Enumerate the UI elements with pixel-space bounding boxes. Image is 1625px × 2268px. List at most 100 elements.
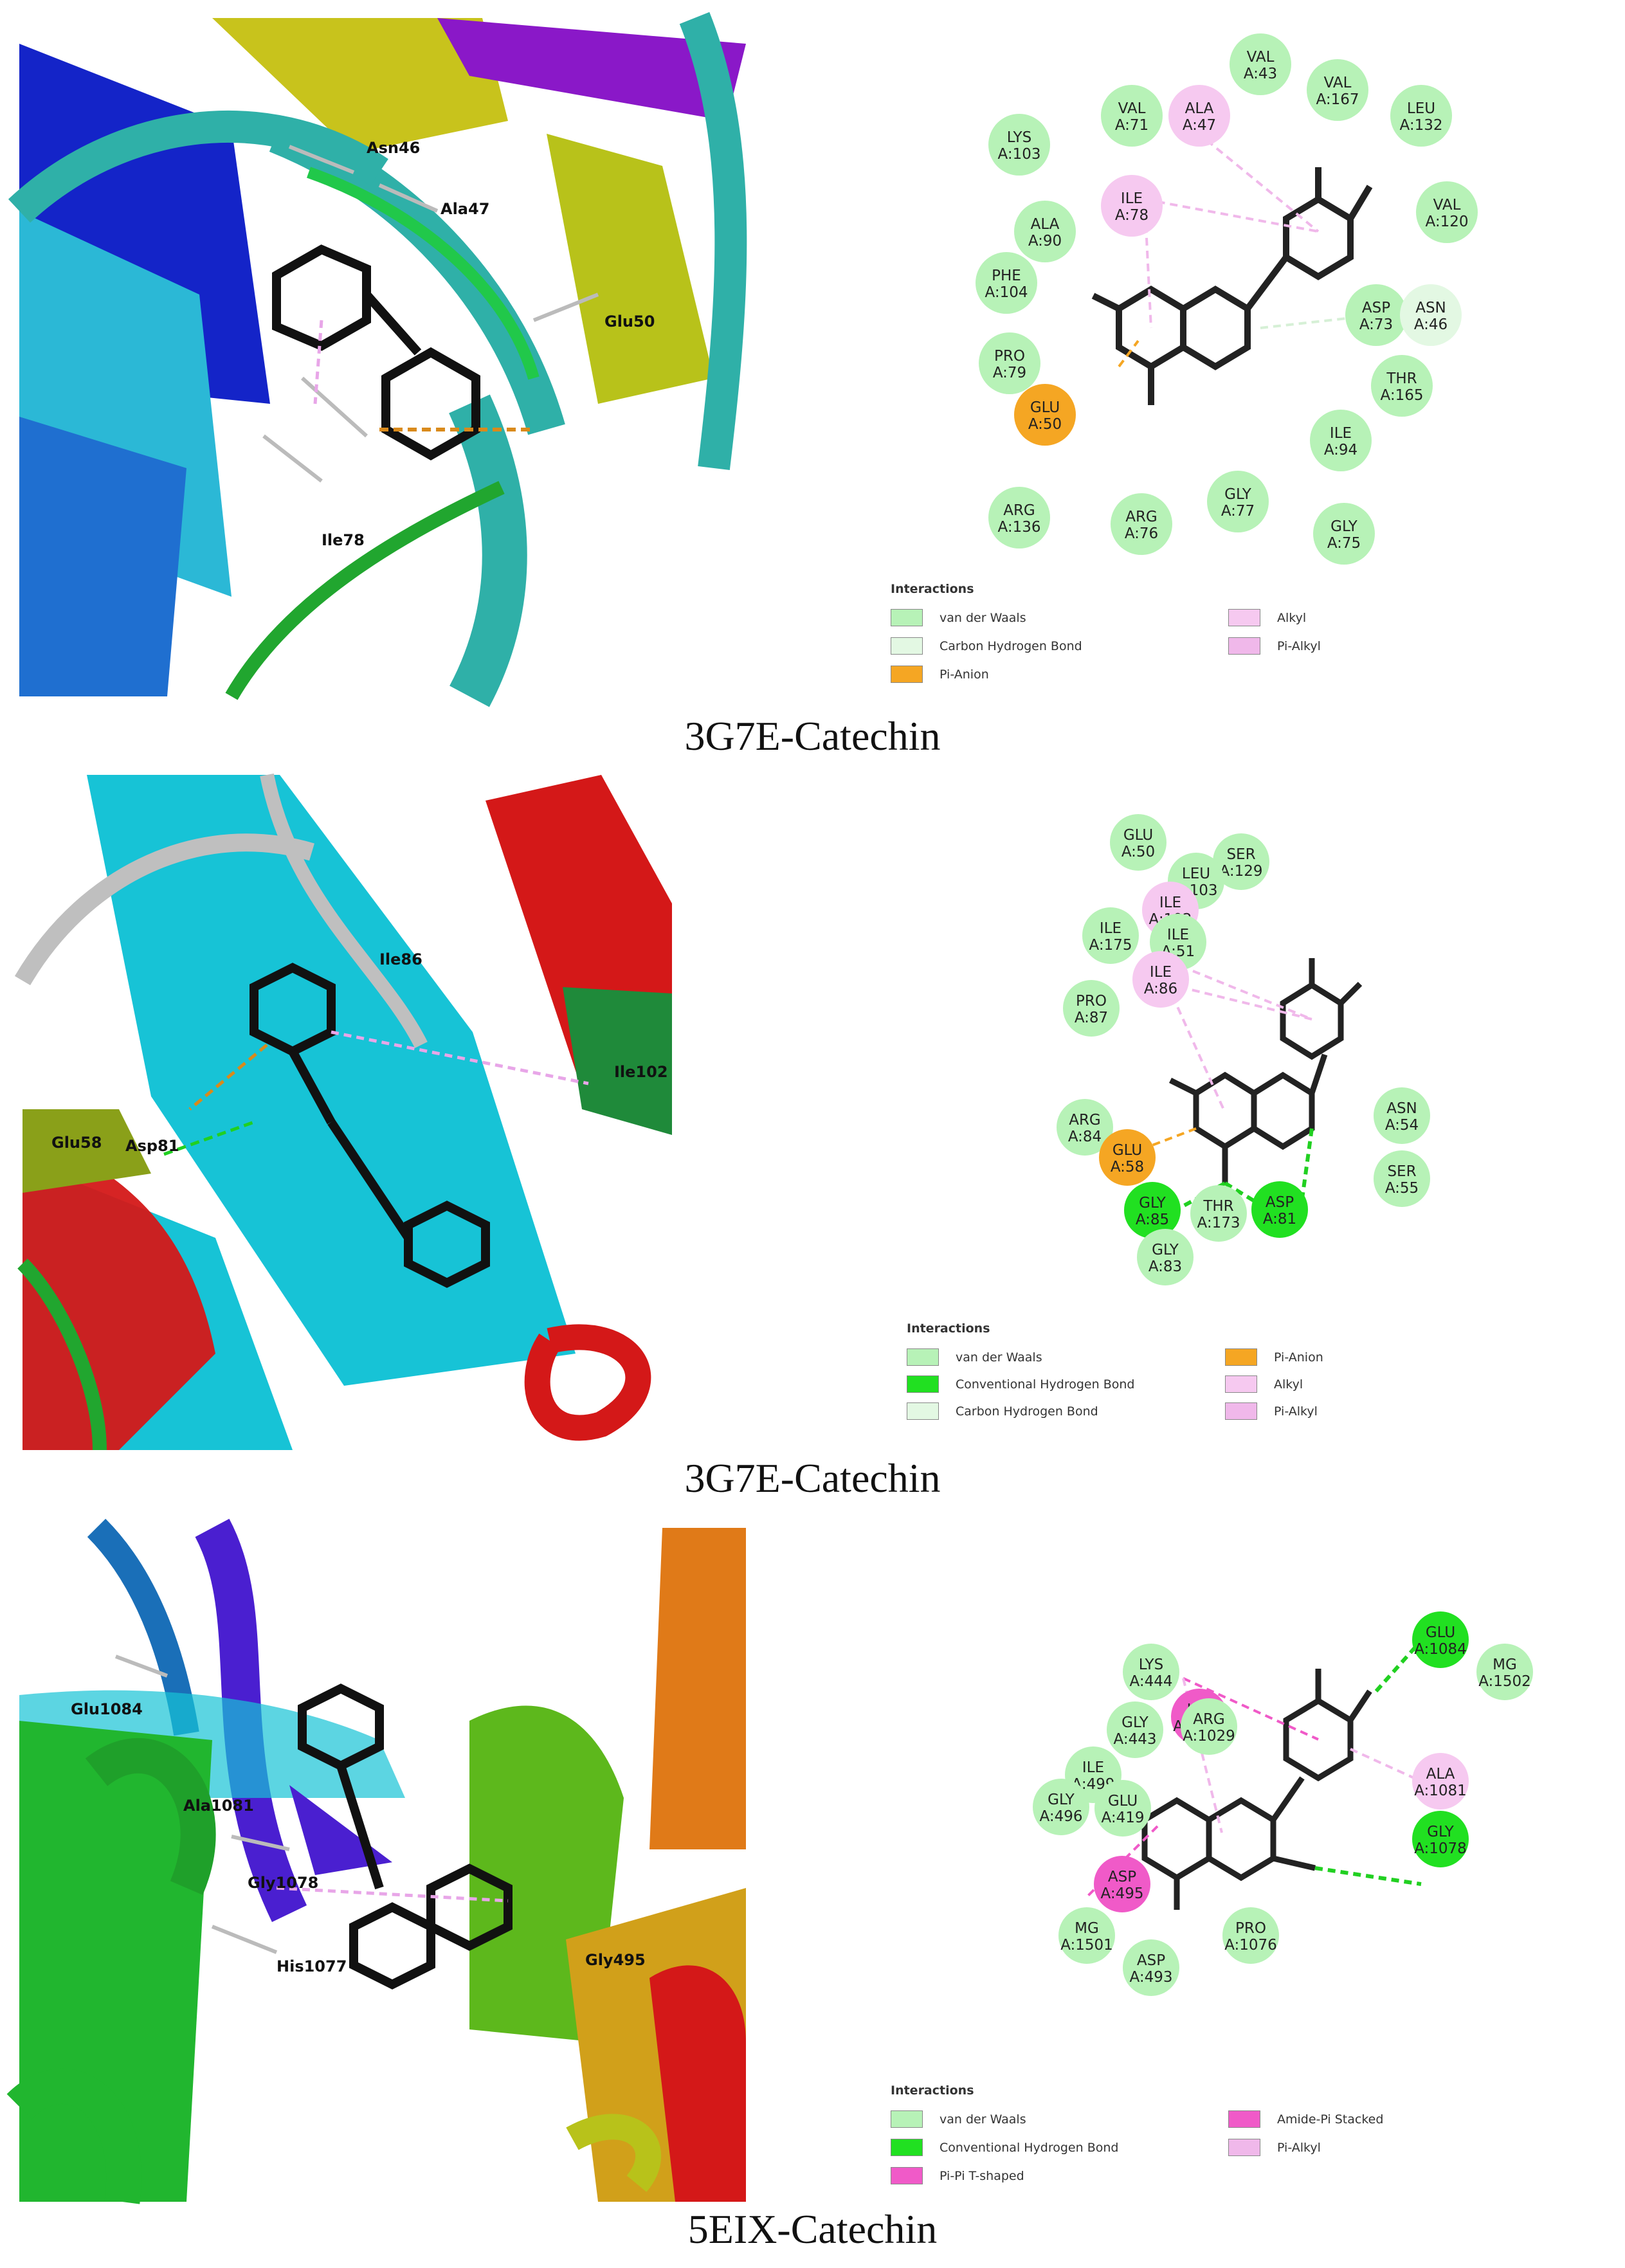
legend-swatch: [907, 1402, 939, 1420]
residue-id: A:1076: [1224, 1937, 1277, 1954]
protein-3d-view-1: Asn46 Ala47 Glu50 Ile78: [8, 12, 747, 707]
legend-title: Interactions: [891, 2083, 974, 2098]
residue-bubble: [976, 252, 1037, 314]
residue-bubble: [1412, 1611, 1469, 1668]
residue-id: A:73: [1359, 316, 1393, 333]
legend-item-amide-pi: Amide-Pi Stacked: [1228, 2110, 1383, 2128]
residue-name: ILE: [1121, 190, 1143, 207]
residue-name: GLY: [1330, 518, 1358, 535]
residue-bubble: [1124, 1182, 1181, 1238]
legend-item-pi-alkyl: Pi-Alkyl: [1228, 637, 1321, 655]
legend-item-vdw: van der Waals: [891, 609, 1026, 626]
residue-bubble: [1101, 175, 1163, 237]
residue-id: A:86: [1144, 981, 1177, 997]
legend-label: Pi-Alkyl: [1277, 2140, 1321, 2155]
legend-label: Amide-Pi Stacked: [1277, 2112, 1384, 2127]
residue-name: GLY: [1048, 1792, 1075, 1808]
interactions-legend-2: Interactions van der Waals Conventional …: [907, 1321, 1357, 1424]
residue-name: LEU: [1407, 100, 1435, 117]
legend-label: Conventional Hydrogen Bond: [956, 1377, 1135, 1392]
residue-bubble: [1094, 1856, 1150, 1912]
residue-name: THR: [1203, 1198, 1233, 1215]
residue-bubble: [1082, 907, 1139, 964]
residue-bubble: [1390, 85, 1452, 147]
legend-swatch: [1228, 2139, 1260, 2156]
residue-bubble: [1374, 1087, 1430, 1144]
residue-name: ASP: [1362, 300, 1390, 316]
residue-id: A:120: [1426, 213, 1469, 230]
residue-bubble: [1014, 384, 1076, 446]
protein-3d-view-3: Glu1084 Ala1081 Gly1078 His1077 Gly495: [6, 1518, 746, 2204]
residue-id: A:50: [1121, 844, 1155, 860]
legend-item-alkyl: Alkyl: [1225, 1375, 1303, 1393]
residue-bubble: [1345, 284, 1407, 346]
legend-item-vdw: van der Waals: [891, 2110, 1026, 2128]
legend-item-pi-anion: Pi-Anion: [891, 666, 989, 683]
label-3d-glu58: Glu58: [51, 1134, 102, 1152]
residue-bubble: [1137, 1229, 1194, 1285]
catechin-molecule: [1091, 167, 1373, 405]
residue-name: ILE: [1330, 425, 1352, 442]
residue-bubble: [1374, 1150, 1430, 1207]
residue-bubble: [1094, 1780, 1151, 1837]
catechin-molecule: [1117, 1669, 1372, 1910]
residue-name: GLY: [1224, 486, 1252, 503]
legend-label: van der Waals: [956, 1350, 1042, 1365]
residue-id: A:50: [1028, 416, 1062, 433]
residue-id: A:94: [1324, 442, 1357, 458]
legend-label: Pi-Alkyl: [1277, 639, 1321, 653]
figure-caption-3: 5EIX-Catechin: [687, 2206, 938, 2252]
residue-id: A:75: [1327, 535, 1361, 552]
residue-bubble: [1313, 503, 1375, 565]
residue-id: A:71: [1115, 117, 1148, 134]
interactions-legend-3: Interactions van der Waals Conventional …: [891, 2083, 1383, 2184]
residue-name: ARG: [1125, 509, 1157, 525]
residue-id: A:175: [1089, 937, 1132, 954]
residue-id: A:167: [1316, 91, 1359, 108]
legend-swatch: [1228, 609, 1260, 626]
legend-label: Carbon Hydrogen Bond: [956, 1404, 1098, 1419]
label-3d-glu1084: Glu1084: [71, 1700, 143, 1718]
legend-swatch: [891, 666, 923, 683]
residue-bubble: [1412, 1811, 1469, 1867]
residue-id: A:104: [985, 284, 1028, 301]
residue-bubble: [1014, 201, 1076, 262]
residue-id: A:1081: [1414, 1783, 1467, 1799]
residue-id: A:55: [1385, 1180, 1419, 1197]
residue-bubble: [1412, 1753, 1469, 1810]
residue-id: A:443: [1114, 1731, 1157, 1748]
residue-name: GLU: [1112, 1142, 1142, 1159]
residue-id: A:76: [1125, 525, 1158, 542]
label-3d-ile78: Ile78: [322, 531, 365, 549]
residue-name: GLY: [1121, 1714, 1149, 1731]
residue-id: A:83: [1148, 1258, 1182, 1275]
residue-id: A:84: [1068, 1129, 1102, 1145]
residue-id: A:47: [1183, 117, 1216, 134]
residue-name: LYS: [1007, 129, 1031, 146]
residue-name: ALA: [1031, 216, 1060, 233]
residue-id: A:129: [1220, 863, 1263, 880]
residue-id: A:54: [1385, 1117, 1419, 1134]
residue-name: ASN: [1386, 1100, 1417, 1117]
residue-bubble: [1230, 33, 1291, 95]
residue-id: A:132: [1400, 117, 1443, 134]
residue-name: VAL: [1247, 49, 1275, 66]
label-3d-his1077: His1077: [277, 1957, 347, 1975]
legend-swatch: [907, 1348, 939, 1366]
residue-name: GLY: [1139, 1195, 1167, 1211]
residue-id: A:46: [1414, 316, 1448, 333]
residue-bubble: [1476, 1644, 1533, 1700]
legend-swatch: [891, 609, 923, 626]
residue-bubble: [1222, 1907, 1279, 1964]
residue-name: PRO: [994, 348, 1025, 365]
legend-title: Interactions: [907, 1321, 990, 1336]
label-3d-ala1081: Ala1081: [183, 1797, 254, 1815]
residue-name: SER: [1387, 1163, 1416, 1180]
residue-bubble: [1307, 59, 1368, 121]
residue-id: A:81: [1263, 1211, 1296, 1228]
residue-name: VAL: [1118, 100, 1146, 117]
label-3d-gly1078: Gly1078: [248, 1874, 318, 1892]
residue-name: GLY: [1427, 1824, 1455, 1840]
residue-bubble: [979, 332, 1040, 394]
legend-title: Interactions: [891, 582, 974, 596]
